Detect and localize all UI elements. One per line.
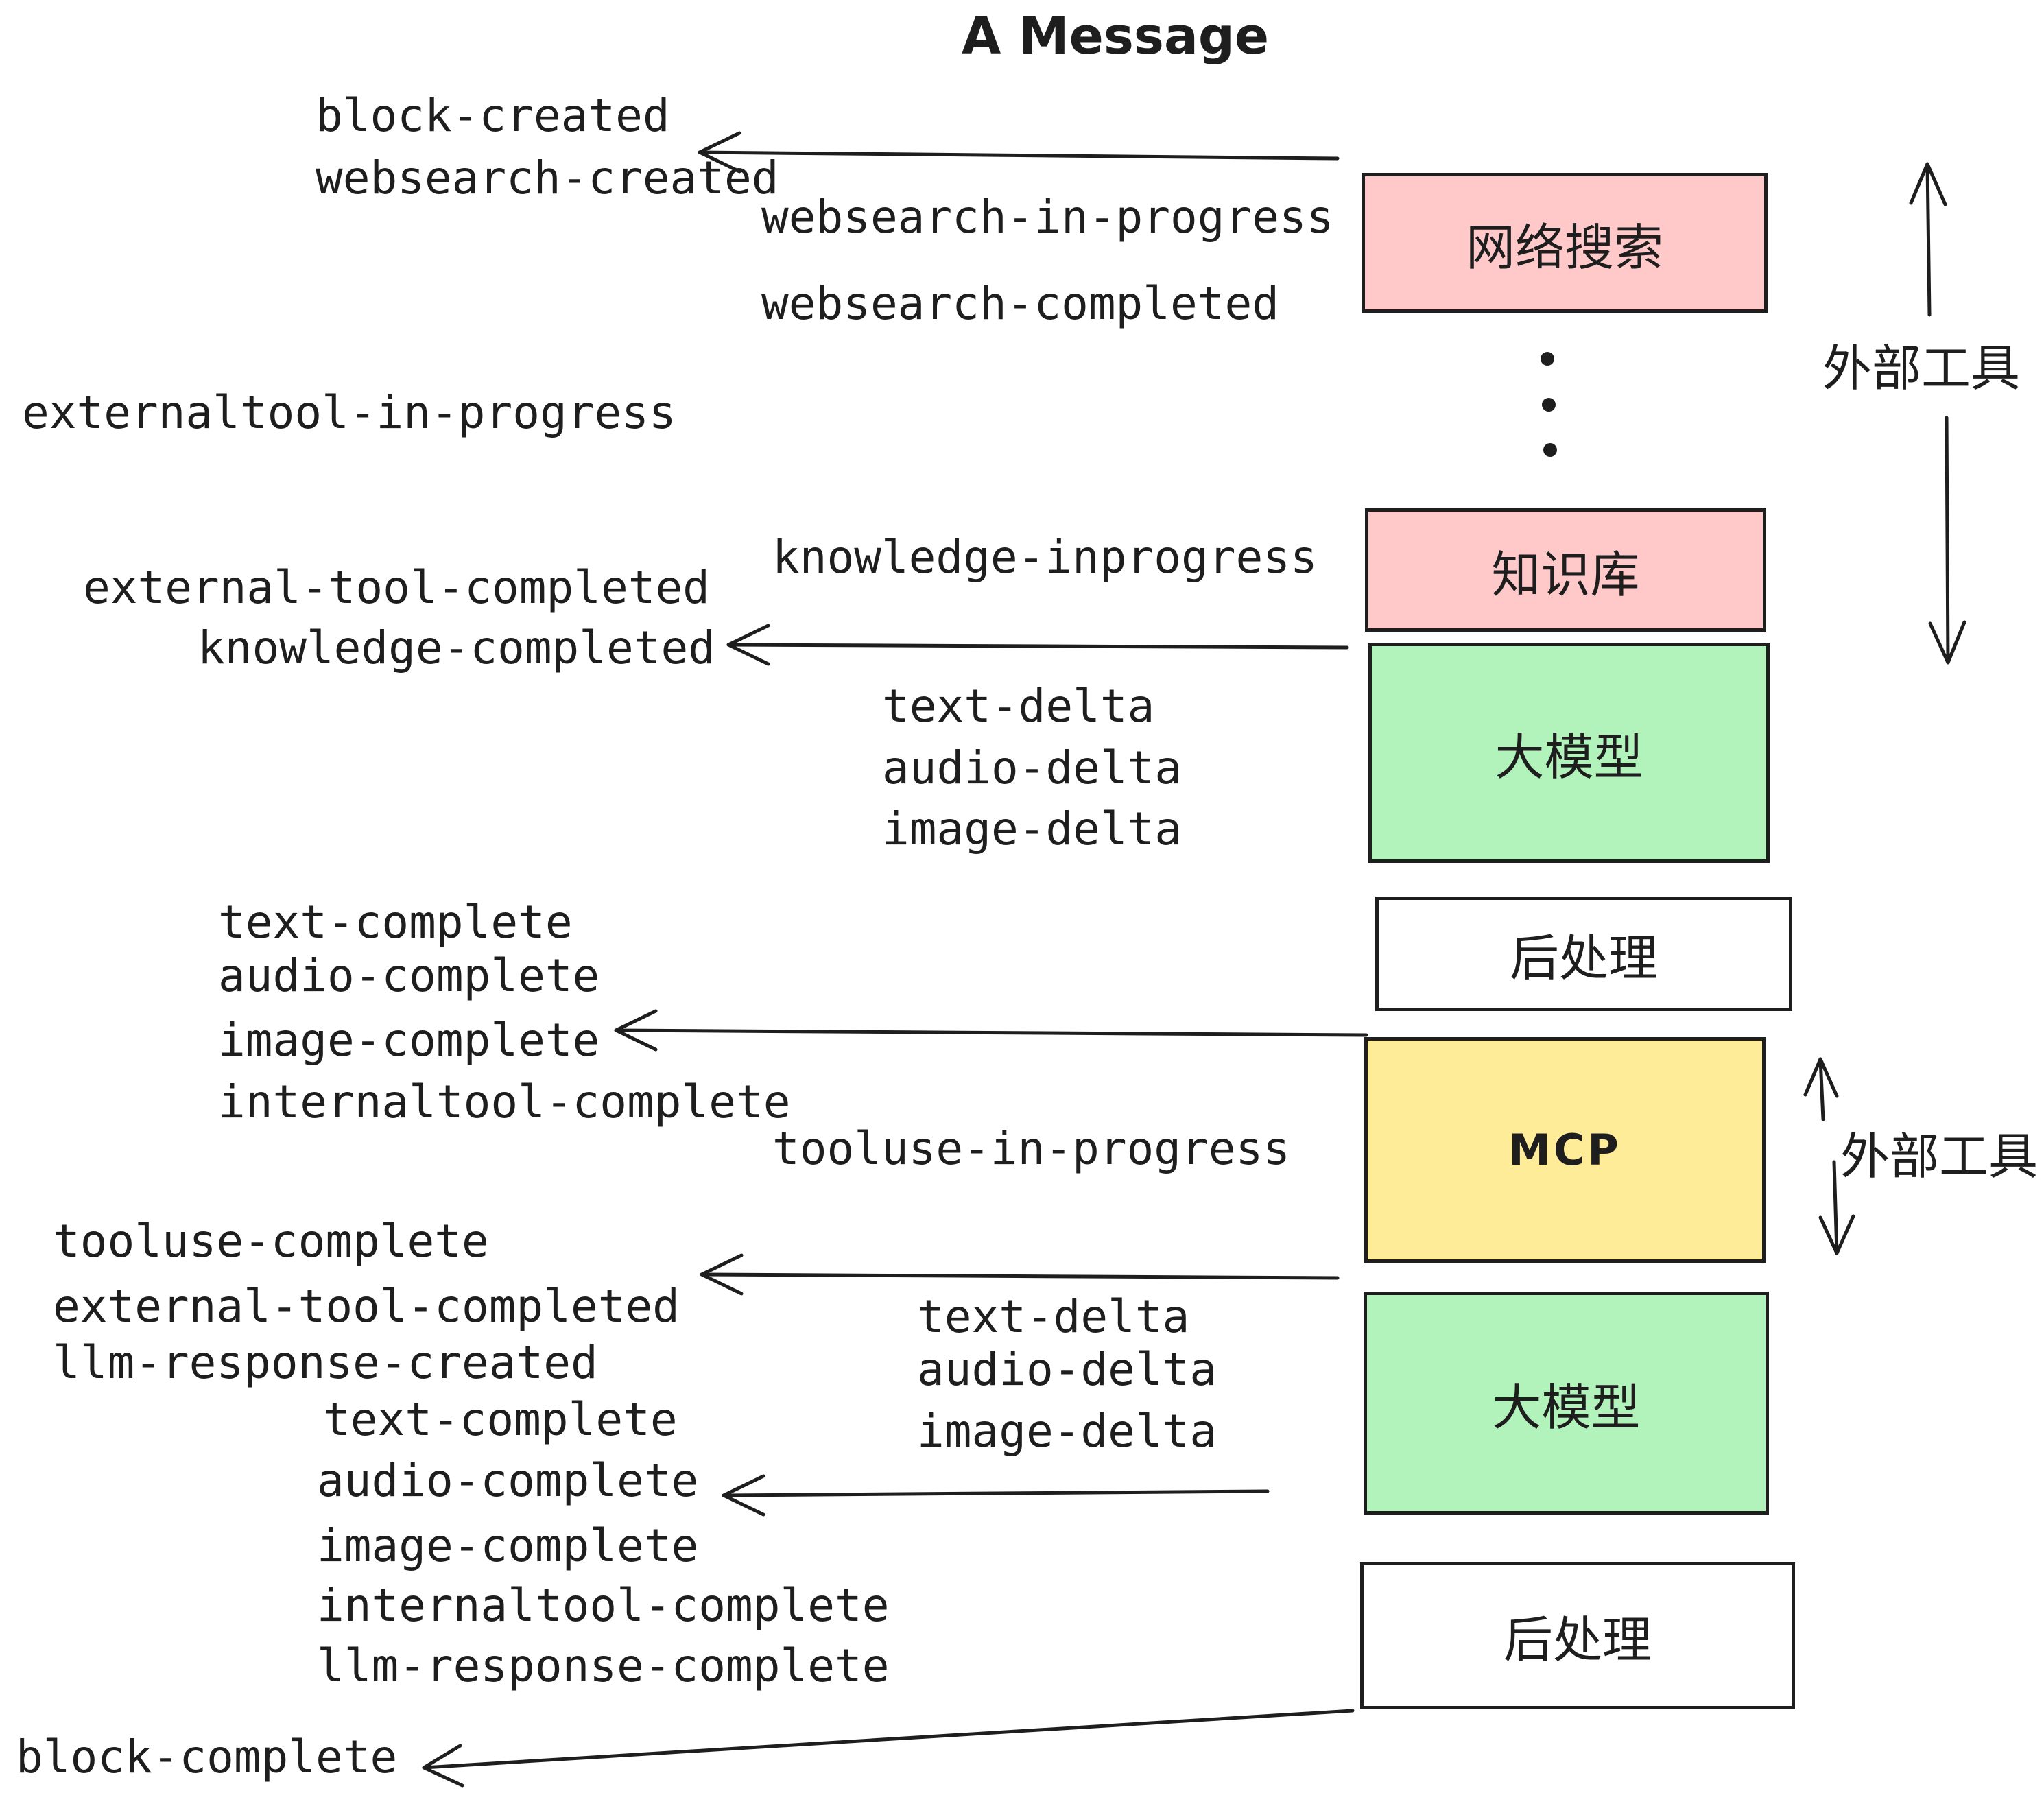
vertical-ellipsis-dot [1543, 443, 1557, 457]
event-label-internaltool-complete-2: internaltool-complete [317, 1579, 890, 1632]
event-label-websearch-created: websearch-created [316, 152, 779, 204]
event-label-llm-response-complete: llm-response-complete [317, 1639, 890, 1692]
event-label-tooluse-complete: tooluse-complete [53, 1215, 489, 1268]
down-arrowhead-external-tools-mcp [1818, 1214, 1855, 1255]
arrowhead-to-block-complete [422, 1744, 464, 1788]
event-label-llm-response-created: llm-response-created [53, 1336, 598, 1389]
vertical-ellipsis-dot [1542, 398, 1556, 412]
arrowhead-to-tooluse-complete [700, 1253, 744, 1296]
event-label-audio-delta-2: audio-delta [917, 1343, 1217, 1396]
vertical-ellipsis-dot [1541, 352, 1554, 366]
box-llm-2: 大模型 [1364, 1292, 1769, 1515]
event-label-text-delta-2: text-delta [917, 1290, 1190, 1343]
event-label-websearch-completed: websearch-completed [761, 277, 1279, 330]
arrow-line-to-image-complete [614, 1028, 1368, 1037]
event-label-text-complete: text-complete [218, 896, 573, 949]
diagram-title: A Message [962, 7, 1270, 66]
arrow-line-to-block-complete [422, 1709, 1355, 1770]
event-label-audio-delta: audio-delta [882, 741, 1183, 794]
event-label-text-complete-2: text-complete [323, 1393, 678, 1446]
box-knowledge: 知识库 [1365, 508, 1766, 632]
event-label-image-complete: image-complete [218, 1014, 600, 1067]
event-label-external-tool-completed: external-tool-completed [83, 561, 710, 614]
box-llm-1: 大模型 [1368, 643, 1770, 863]
box-llm-2-label: 大模型 [1492, 1379, 1641, 1436]
down-arrow-line-external-tools-mcp [1832, 1160, 1839, 1255]
up-arrowhead-external-tools-mcp [1803, 1057, 1839, 1098]
up-arrow-line-external-tools-top [1925, 162, 1932, 317]
up-arrowhead-external-tools-top [1909, 162, 1947, 206]
event-label-tooluse-in-progress: tooluse-in-progress [772, 1122, 1290, 1175]
event-label-image-delta: image-delta [882, 803, 1183, 855]
box-mcp-label: MCP [1508, 1125, 1621, 1175]
event-label-audio-complete: audio-complete [218, 949, 600, 1002]
side-label-external-tools-mcp: 外部工具 [1840, 1128, 2039, 1185]
arrow-line-to-tooluse-complete [700, 1272, 1340, 1280]
event-label-audio-complete-2: audio-complete [317, 1454, 699, 1507]
up-arrow-line-external-tools-mcp [1818, 1057, 1825, 1121]
event-label-externaltool-in-progress: externaltool-in-progress [22, 386, 676, 439]
event-label-text-delta: text-delta [882, 680, 1155, 733]
arrow-line-to-websearch-created [698, 150, 1340, 161]
down-arrowhead-external-tools-top [1928, 620, 1966, 665]
event-label-image-complete-2: image-complete [317, 1519, 699, 1572]
event-label-internaltool-complete: internaltool-complete [218, 1076, 791, 1128]
box-postprocess-1-label: 后处理 [1509, 929, 1658, 987]
box-websearch: 网络搜索 [1362, 173, 1768, 313]
box-postprocess-2-label: 后处理 [1503, 1611, 1652, 1669]
event-label-block-created: block-created [316, 89, 670, 142]
arrow-line-to-knowledge-completed [726, 643, 1349, 650]
event-label-knowledge-inprogress: knowledge-inprogress [772, 531, 1318, 584]
box-websearch-label: 网络搜索 [1465, 218, 1663, 276]
event-label-knowledge-completed: knowledge-completed [198, 621, 715, 674]
arrowhead-to-knowledge-completed [726, 624, 770, 666]
down-arrow-line-external-tools-top [1945, 416, 1950, 665]
box-knowledge-label: 知识库 [1491, 545, 1640, 604]
event-label-external-tool-completed-2: external-tool-completed [53, 1280, 680, 1333]
event-label-image-delta-2: image-delta [917, 1405, 1217, 1458]
box-postprocess-2: 后处理 [1360, 1562, 1795, 1709]
event-label-block-complete: block-complete [16, 1731, 398, 1783]
event-label-websearch-in-progress: websearch-in-progress [761, 191, 1334, 244]
box-postprocess-1: 后处理 [1375, 897, 1792, 1011]
arrow-line-to-audio-complete [722, 1489, 1270, 1497]
side-label-external-tools-top: 外部工具 [1822, 340, 2021, 397]
arrowhead-to-image-complete [614, 1009, 658, 1052]
box-mcp: MCP [1364, 1037, 1766, 1263]
box-llm-1-label: 大模型 [1495, 728, 1643, 786]
arrowhead-to-audio-complete [722, 1474, 765, 1517]
